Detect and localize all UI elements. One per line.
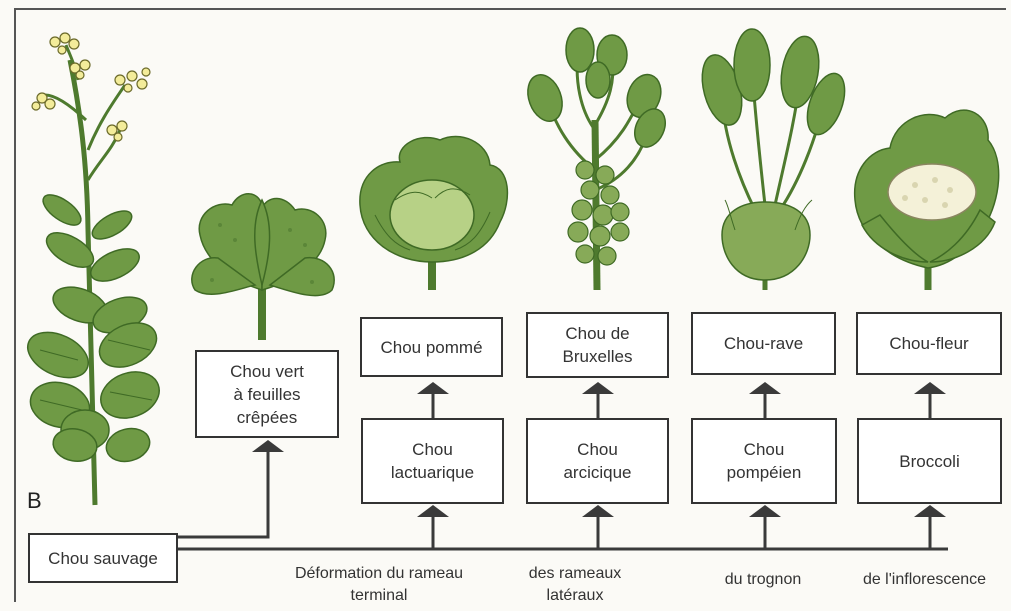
caption-rameaux-lateraux: des rameaux latéraux (505, 563, 645, 607)
box-chou-rave: Chou-rave (691, 312, 836, 375)
wild-cabbage-illustration (21, 33, 166, 505)
box-chou-lactuarique: Chou lactuarique (361, 418, 504, 504)
box-chou-de-bruxelles: Chou de Bruxelles (526, 312, 669, 378)
kale-illustration (192, 194, 334, 340)
box-chou-vert: Chou vert à feuilles crêpées (195, 350, 339, 438)
box-chou-pompeien: Chou pompéien (691, 418, 837, 504)
kohlrabi-illustration (695, 29, 852, 290)
box-chou-fleur: Chou-fleur (856, 312, 1002, 375)
caption-rameau-terminal: Déformation du rameau terminal (266, 563, 492, 607)
brussels-sprouts-illustration (522, 28, 671, 290)
caption-inflorescence: de l'inflorescence (842, 569, 1007, 591)
panel-letter: B (27, 488, 42, 514)
box-chou-sauvage: Chou sauvage (28, 533, 178, 583)
caption-trognon: du trognon (693, 569, 833, 591)
box-broccoli: Broccoli (857, 418, 1002, 504)
box-chou-pomme: Chou pommé (360, 317, 503, 377)
box-chou-arcicique: Chou arcicique (526, 418, 669, 504)
cauliflower-illustration (855, 110, 999, 290)
head-cabbage-illustration (360, 136, 508, 290)
